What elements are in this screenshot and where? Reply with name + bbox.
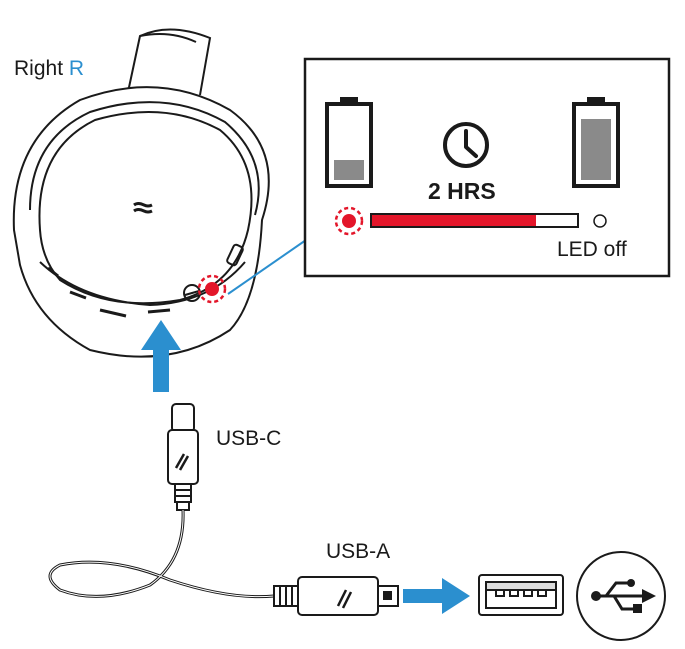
charge-duration-label: 2 HRS <box>428 178 496 204</box>
headphone-earcup <box>12 28 270 358</box>
led-off-indicator <box>593 214 607 228</box>
sennheiser-logo-icon <box>336 589 353 609</box>
insert-arrow-up <box>141 320 181 392</box>
side-label-letter: R <box>68 57 85 80</box>
usb-symbol-icon <box>576 551 666 641</box>
side-label: Right R <box>14 57 84 81</box>
usb-a-label: USB-A <box>326 540 391 563</box>
side-label-text: Right <box>14 57 64 80</box>
sennheiser-logo-icon <box>133 202 153 214</box>
panel-led-icon <box>334 206 364 236</box>
usb-a-connector <box>273 576 399 616</box>
led-status-label: LED off <box>557 238 627 261</box>
sennheiser-logo-icon <box>174 453 190 471</box>
usb-c-label: USB-C <box>216 427 282 450</box>
usb-cable <box>48 509 275 599</box>
callout-leader-line <box>227 239 307 295</box>
charging-progress-bar <box>370 213 579 228</box>
battery-low-icon <box>325 97 373 188</box>
usb-a-port <box>478 574 564 616</box>
clock-icon <box>443 122 489 168</box>
headphone-led <box>197 274 227 304</box>
insert-arrow-right <box>403 578 470 614</box>
battery-full-icon <box>572 97 620 188</box>
